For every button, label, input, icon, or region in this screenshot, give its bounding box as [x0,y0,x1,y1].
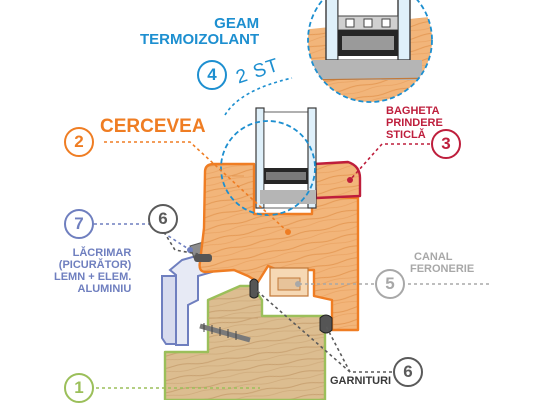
drip-cap-label-line4: ALUMINIU [77,282,132,295]
callout-number-2: 2 [64,127,94,157]
glass-label-line2: TERMOIZOLANT [140,31,260,49]
magnified-detail [307,0,433,103]
glazing-bead-label-line3: STICLĂ [386,128,426,141]
glazing-bead-label-line1: BAGHETA [386,105,440,117]
sash-label: CERCEVEA [100,116,206,137]
gaskets-label: GARNITURI [330,375,392,387]
glazing-bead [312,160,362,200]
callout-number-6-top: 6 [148,204,178,234]
callout-number-6-bottom: 6 [393,357,423,387]
callout-number-5: 5 [375,269,405,299]
hardware-channel-label: CANAL FERONERIE [410,251,475,276]
screw [199,323,251,343]
glass-label: GEAM TERMOIZOLANT [140,15,260,49]
callout-number-4: 4 [197,60,227,90]
drip-cap-label: LĂCRIMAR (PICURĂTOR) LEMN + ELEM. ALUMIN… [54,247,132,296]
insulated-glass [255,107,317,209]
glass-label-line1: GEAM [214,15,260,32]
hardware-channel-label-line1: CANAL [414,251,453,263]
gaskets [194,254,333,334]
glazing-bead-label-line2: PRINDERE [386,116,443,129]
glazing-bead-label: BAGHETA PRINDERE STICLĂ [386,105,443,142]
drip-cap-label-line3: LEMN + ELEM. [54,270,132,283]
drip-cap-label-line1: LĂCRIMAR [72,247,132,259]
callout-number-3: 3 [431,129,461,159]
drip-cap-label-line2: (PICURĂTOR) [58,258,132,271]
callout-number-1: 1 [64,373,94,403]
hardware-channel-label-line2: FERONERIE [410,262,475,275]
callout-number-7: 7 [64,209,94,239]
